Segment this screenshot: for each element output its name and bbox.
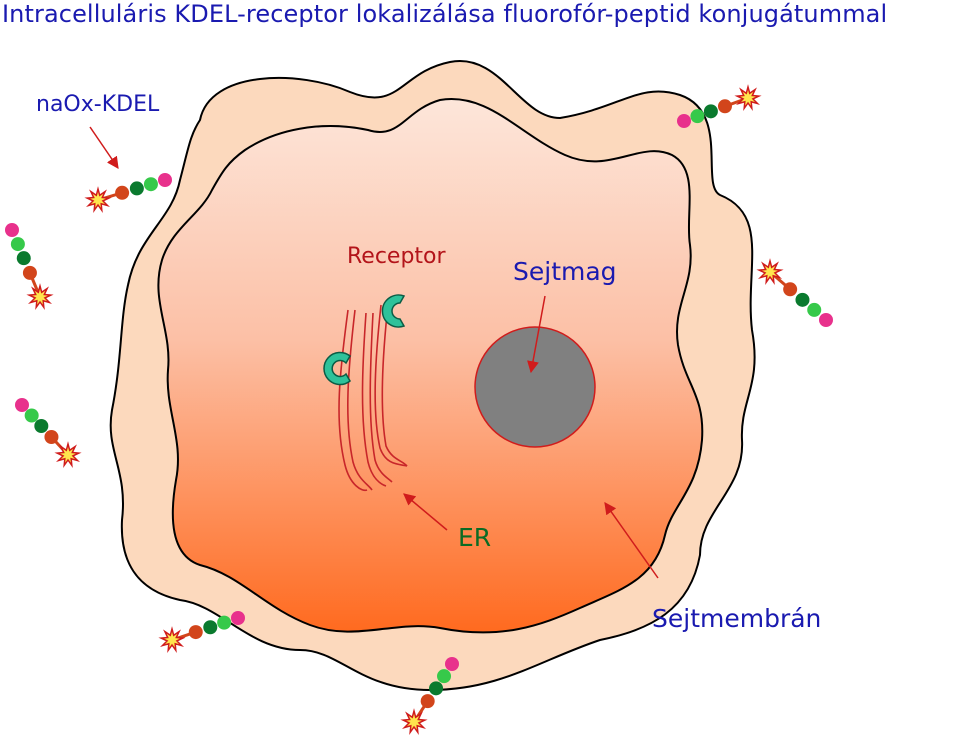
fluorophore-star-icon — [400, 708, 428, 735]
peptide-bead-icon — [188, 625, 203, 640]
peptide-bead-icon — [158, 173, 172, 187]
cytoplasm — [157, 98, 704, 634]
peptide-bead-icon — [10, 237, 25, 252]
receptor-c-shape-icon — [381, 294, 406, 328]
fluorophore-star-icon — [26, 283, 54, 310]
arrow-nucleus — [527, 295, 546, 374]
peptide-bead-icon — [445, 657, 459, 671]
nucleus-label: Sejtmag — [513, 257, 617, 286]
peptide-bead-icon — [783, 282, 798, 297]
peptide-bead-icon — [819, 313, 833, 327]
peptide-bead-icon — [24, 408, 39, 423]
membrane-label: Sejtmembrán — [652, 604, 822, 633]
peptide-bead-icon — [231, 611, 245, 625]
peptide-bead-icon — [15, 398, 29, 412]
peptide-bead-icon — [690, 109, 705, 124]
page-title: Intracelluláris KDEL-receptor lokalizálá… — [2, 0, 888, 28]
peptide-bead-icon — [703, 104, 718, 119]
peptide-bead-icon — [807, 302, 822, 317]
peptide-bead-icon — [16, 251, 31, 266]
fluorophore-star-icon — [84, 186, 112, 213]
fluorophore-star-icon — [756, 258, 784, 285]
peptide-bead-icon — [34, 419, 49, 433]
peptide-bead-icon — [5, 223, 19, 237]
peptide-bead-icon — [217, 615, 232, 630]
peptide-bead-icon — [115, 185, 130, 200]
peptide-bead-icon — [717, 99, 732, 114]
fluorophore-star-icon — [158, 626, 186, 653]
arrow-peptide — [89, 126, 119, 169]
receptor-c-shape-icon — [323, 351, 351, 386]
peptide-bead-icon — [437, 669, 452, 684]
receptor-label: Receptor — [347, 244, 446, 269]
peptide-bead-icon — [420, 694, 435, 709]
fluorophore-star-icon — [734, 84, 762, 111]
conjugate-group — [5, 84, 833, 735]
peptide-bead-icon — [22, 265, 37, 280]
peptide-bead-icon — [795, 292, 810, 307]
peptide-bead-icon — [44, 430, 59, 444]
nucleus — [474, 326, 596, 448]
arrow-er — [403, 493, 448, 531]
arrow-membrane — [604, 502, 659, 579]
fluorophore-star-icon — [54, 441, 82, 468]
peptide-bead-icon — [143, 177, 158, 192]
peptide-bead-icon — [429, 681, 444, 696]
peptide-bead-icon — [677, 114, 691, 128]
peptide-bead-icon — [129, 181, 144, 196]
peptide-label: naOx-KDEL — [36, 92, 160, 117]
peptide-bead-icon — [203, 620, 218, 635]
er-label: ER — [458, 523, 492, 552]
